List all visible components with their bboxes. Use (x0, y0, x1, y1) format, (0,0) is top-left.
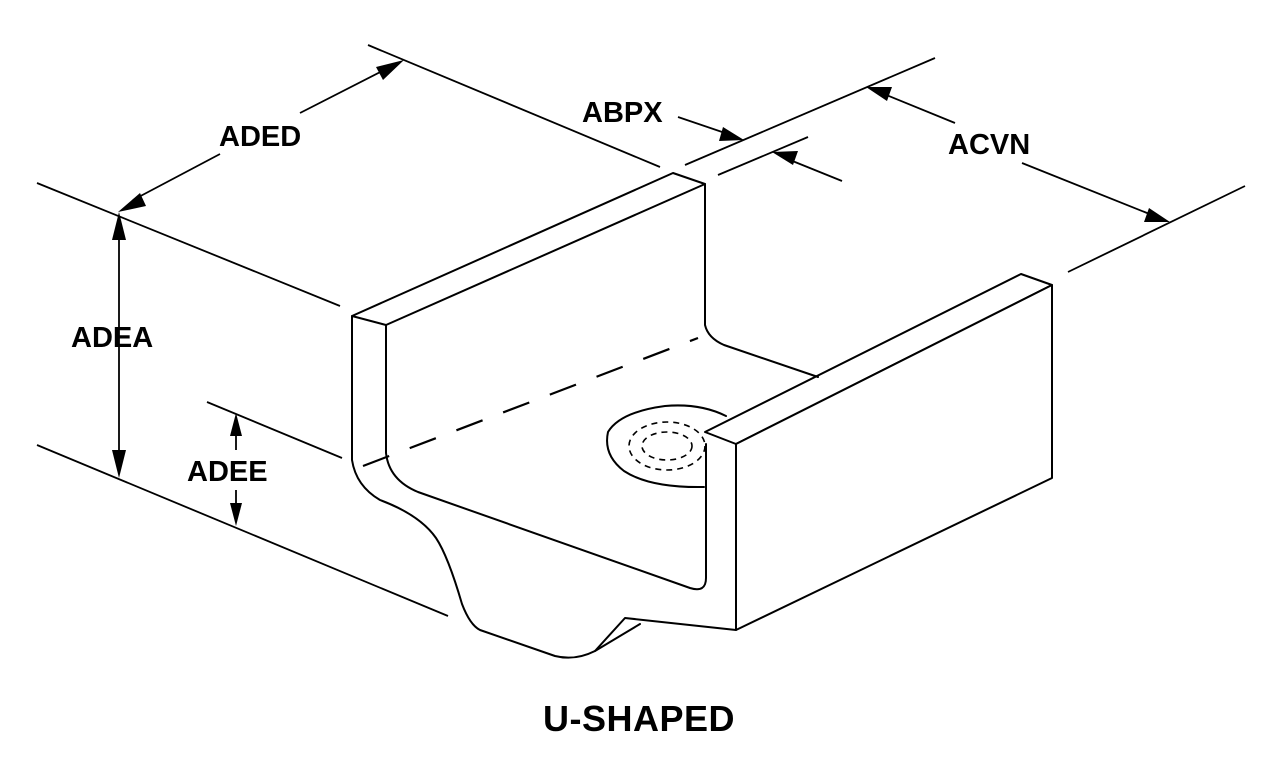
center-line (362, 336, 699, 468)
acvn-dimension-line-lower (1021, 162, 1153, 216)
aded-dimension-line-lower (132, 153, 221, 201)
abpx-leader-lower (789, 159, 843, 182)
label-adea: ADEA (71, 322, 153, 354)
back-wall-edge (704, 183, 819, 378)
abpx-arrowhead-upper (719, 127, 744, 141)
acvn-arrowhead-lower (1144, 208, 1170, 222)
outer-profile (351, 315, 737, 659)
u-shaped-part (351, 172, 1053, 659)
label-abpx: ABPX (582, 97, 663, 129)
dimension-labels: ADED ABPX ACVN ADEA ADEE (71, 97, 1030, 488)
adee-arrowhead-top (230, 413, 242, 436)
extension-line-inner-top (717, 136, 809, 176)
part-caption: U-SHAPED (542, 698, 735, 739)
hole-thread-inner (641, 431, 693, 461)
left-wall-top-face (351, 172, 706, 326)
adea-arrowhead-top (112, 212, 126, 240)
adea-arrowhead-bottom (112, 450, 126, 478)
hole-thread (628, 421, 706, 471)
extension-line-right (1067, 185, 1246, 273)
abpx-leader (677, 116, 729, 135)
aded-arrowhead-upper (376, 60, 404, 80)
extension-line-left-middle (206, 401, 343, 459)
abpx-arrowhead-lower (772, 151, 798, 165)
extension-line-top-right (684, 57, 936, 166)
inner-profile (385, 324, 707, 591)
adee-arrowhead-bottom (230, 503, 242, 526)
extension-line-top-left (367, 44, 661, 168)
acvn-dimension-line-upper (883, 93, 956, 124)
acvn-arrowhead-upper (866, 87, 892, 101)
aded-dimension-line-upper (299, 66, 391, 114)
dimension-lines (112, 60, 1170, 526)
extension-line-left-bottom (36, 444, 449, 617)
label-adee: ADEE (187, 456, 268, 488)
aded-arrowhead-lower (118, 193, 146, 212)
extension-lines (36, 44, 1246, 617)
right-wall-front-face (735, 284, 1053, 631)
mounting-hole (606, 404, 727, 489)
lower-step (594, 623, 641, 652)
extension-line-left-top (36, 182, 341, 307)
label-acvn: ACVN (948, 129, 1030, 161)
label-aded: ADED (219, 121, 301, 153)
